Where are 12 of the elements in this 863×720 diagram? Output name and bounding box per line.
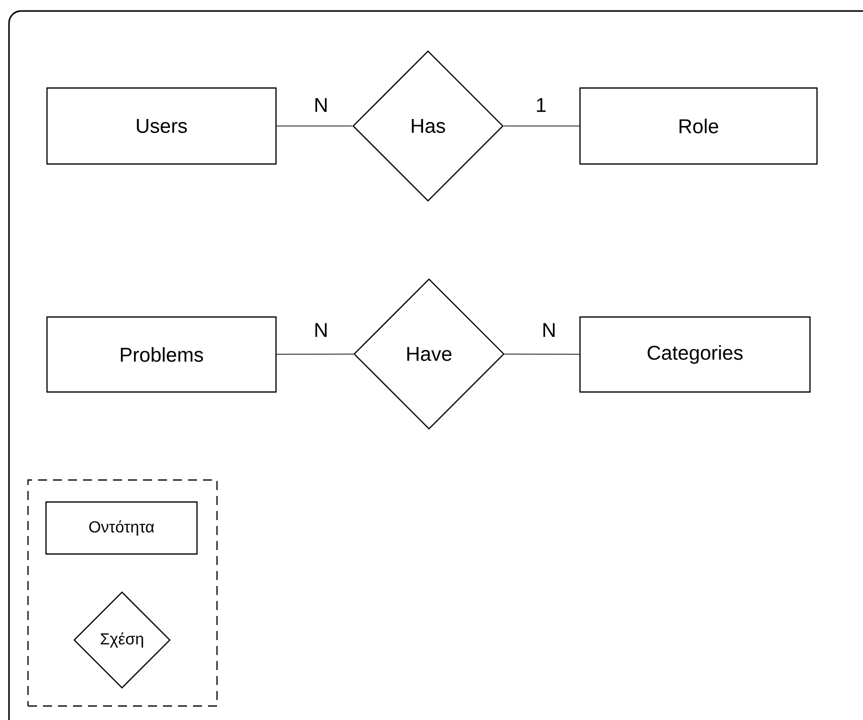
entity-box: Role [579, 87, 818, 165]
cardinality-label: N [540, 322, 558, 338]
cardinality-label: 1 [534, 97, 548, 113]
connector-line [504, 354, 580, 355]
entity-box: Problems [46, 316, 277, 393]
connector-line [276, 354, 354, 355]
entity-box: Users [46, 87, 277, 165]
legend-box [27, 479, 218, 707]
entity-box: Categories [579, 316, 811, 393]
legend-entity-box: Οντότητα [45, 501, 198, 555]
cardinality-label: N [312, 322, 330, 338]
cardinality-label: N [312, 97, 330, 113]
